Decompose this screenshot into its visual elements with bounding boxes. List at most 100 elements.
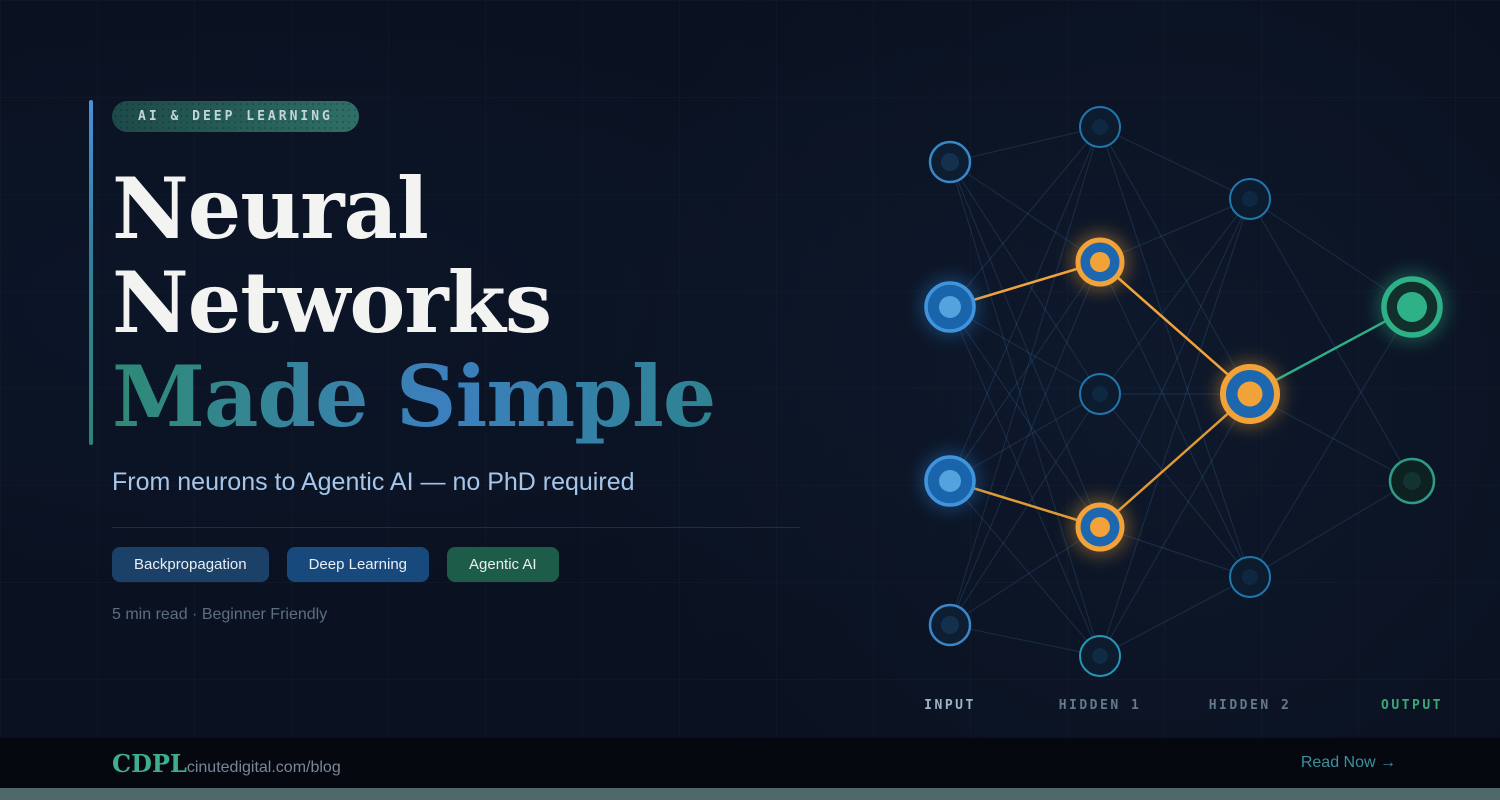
neuron-1-0 bbox=[1079, 106, 1121, 148]
layer-label-hidden-2: HIDDEN 2 bbox=[1209, 698, 1292, 713]
neuron-0-1 bbox=[924, 281, 976, 333]
edge bbox=[1099, 126, 1251, 200]
edge bbox=[949, 306, 1101, 528]
edge bbox=[1099, 198, 1251, 395]
divider bbox=[112, 527, 800, 529]
tag-agentic-ai[interactable]: Agentic AI bbox=[447, 547, 559, 583]
layer-label-output: OUTPUT bbox=[1381, 698, 1443, 713]
edge bbox=[1099, 198, 1251, 528]
edge bbox=[949, 261, 1101, 482]
edge bbox=[949, 126, 1101, 308]
neuron-2-1 bbox=[1220, 364, 1280, 424]
edge bbox=[949, 393, 1101, 482]
neuron-core bbox=[1090, 517, 1110, 537]
neuron-0-3 bbox=[928, 603, 972, 647]
category-badge: AI & DEEP LEARNING bbox=[112, 101, 359, 132]
edge bbox=[949, 261, 1101, 626]
active-edge bbox=[948, 479, 1102, 529]
edge bbox=[949, 161, 1101, 657]
edge bbox=[1249, 480, 1413, 578]
brand-logo: CDPL bbox=[112, 748, 187, 778]
tag-deep-learning[interactable]: Deep Learning bbox=[286, 547, 430, 583]
accent-bar bbox=[89, 100, 93, 445]
read-time-meta: 5 min read · Beginner Friendly bbox=[112, 606, 328, 624]
edge bbox=[1249, 198, 1413, 482]
site-url: cinutedigital.com/blog bbox=[186, 758, 341, 776]
edge bbox=[949, 526, 1101, 626]
node-glow bbox=[920, 451, 980, 511]
tag-list: Backpropagation Deep Learning Agentic AI bbox=[112, 547, 852, 583]
neuron-2-0 bbox=[1229, 178, 1271, 220]
neuron-core bbox=[1092, 648, 1108, 664]
neuron-2-2 bbox=[1229, 556, 1271, 598]
node-glow bbox=[920, 277, 980, 337]
neuron-3-1 bbox=[1388, 457, 1436, 505]
edge bbox=[949, 161, 1101, 528]
neuron-core bbox=[1092, 119, 1108, 135]
edge bbox=[949, 480, 1101, 528]
neuron-1-4 bbox=[1079, 635, 1121, 677]
node-glow bbox=[1216, 360, 1284, 428]
neuron-core bbox=[1397, 292, 1427, 322]
neuron-1-1 bbox=[1075, 237, 1125, 287]
active-edge bbox=[1098, 392, 1252, 529]
edge bbox=[1099, 198, 1251, 263]
layer-label-input: INPUT bbox=[924, 698, 976, 713]
neuron-core bbox=[941, 616, 959, 634]
neuron-1-3 bbox=[1075, 502, 1125, 552]
title-line2: Made Simple bbox=[112, 350, 852, 444]
tag-backpropagation[interactable]: Backpropagation bbox=[112, 547, 269, 583]
bottom-accent-bar bbox=[0, 788, 1500, 800]
edge bbox=[949, 393, 1101, 626]
edge bbox=[1099, 126, 1251, 395]
edge bbox=[949, 161, 1101, 395]
neuron-core bbox=[939, 296, 961, 318]
neuron-core bbox=[939, 470, 961, 492]
edge bbox=[1099, 393, 1251, 528]
edge bbox=[949, 126, 1101, 163]
edge bbox=[1099, 126, 1251, 578]
active-edge bbox=[1098, 260, 1252, 396]
edge bbox=[949, 126, 1101, 482]
node-glow bbox=[1070, 232, 1130, 292]
node-glow bbox=[1376, 271, 1448, 343]
edge bbox=[1099, 576, 1251, 657]
active-edge bbox=[948, 260, 1102, 309]
edge bbox=[949, 161, 1101, 263]
neuron-core bbox=[1092, 386, 1108, 402]
edge bbox=[949, 126, 1101, 626]
edge bbox=[1099, 261, 1251, 395]
edge bbox=[949, 306, 1101, 395]
edge bbox=[1249, 306, 1413, 578]
neuron-core bbox=[1237, 381, 1263, 407]
edge bbox=[1099, 198, 1251, 657]
edge bbox=[949, 261, 1101, 308]
neuron-core bbox=[941, 153, 959, 171]
edge bbox=[1099, 393, 1251, 657]
edge bbox=[949, 624, 1101, 657]
edge bbox=[1099, 526, 1251, 578]
neuron-core bbox=[1242, 191, 1258, 207]
edge bbox=[949, 306, 1101, 657]
edge bbox=[1099, 393, 1251, 578]
edge bbox=[1249, 393, 1413, 482]
neuron-0-0 bbox=[928, 140, 972, 184]
hero-content: AI & DEEP LEARNING Neural Networks Made … bbox=[112, 101, 852, 624]
page-title: Neural Networks Made Simple bbox=[112, 159, 852, 444]
edge bbox=[949, 480, 1101, 657]
neuron-0-2 bbox=[924, 455, 976, 507]
read-now-link[interactable]: Read Now → bbox=[1300, 754, 1396, 771]
edge bbox=[1249, 306, 1413, 395]
layer-label-hidden-1: HIDDEN 1 bbox=[1059, 698, 1142, 713]
edge bbox=[1249, 198, 1413, 308]
active-edge bbox=[1248, 305, 1414, 396]
neuron-1-2 bbox=[1079, 373, 1121, 415]
neuron-3-0 bbox=[1381, 276, 1443, 338]
edge bbox=[1099, 261, 1251, 578]
neuron-core bbox=[1403, 472, 1421, 490]
node-glow bbox=[1070, 497, 1130, 557]
subtitle: From neurons to Agentic AI — no PhD requ… bbox=[112, 468, 635, 497]
title-line1: Neural Networks bbox=[112, 159, 552, 353]
